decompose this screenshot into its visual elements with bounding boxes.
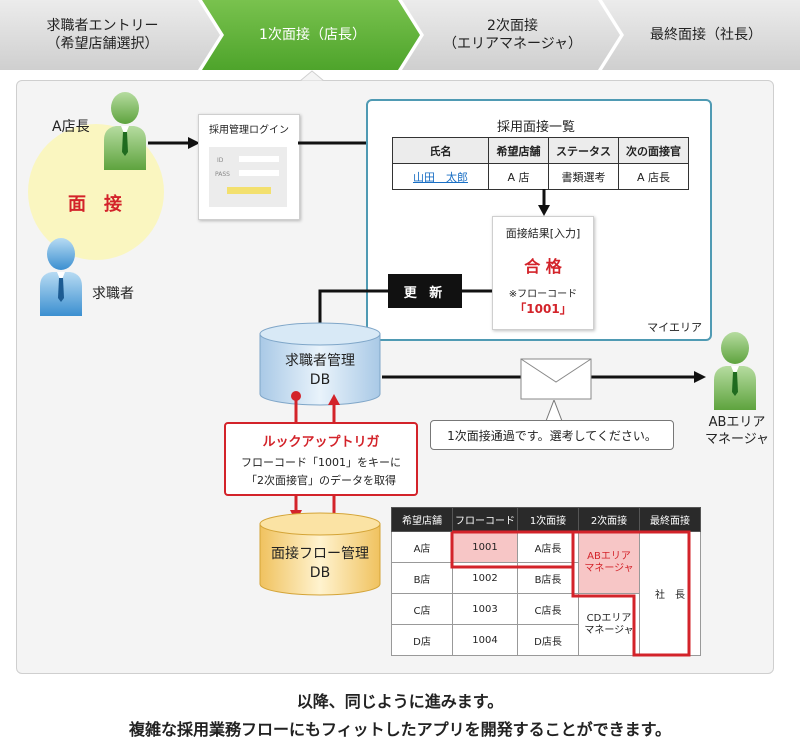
update-button[interactable]: 更 新: [388, 274, 462, 308]
step-3-line2: （エリアマネージャ）: [442, 36, 583, 52]
candidate-person-icon: [40, 238, 82, 316]
step-4: 最終面接（社長）: [612, 0, 800, 70]
result-input-card[interactable]: 面接結果[入力] 合 格 ※フローコード 「1001」: [492, 216, 594, 330]
login-submit-button[interactable]: [227, 187, 271, 194]
table-row: D店 1004 D店長: [391, 624, 701, 656]
flow-first: A店長: [517, 531, 579, 563]
flow-store: D店: [391, 624, 453, 656]
flow-first: D店長: [517, 624, 579, 656]
login-id-label: ID: [217, 157, 224, 164]
arrow-to-result: [538, 189, 550, 216]
flow-table: 希望店舗 フローコード 1次面接 2次面接 最終面接 A店 1001 A店長 A…: [391, 507, 701, 656]
login-title: 採用管理ログイン: [209, 125, 289, 136]
candidate-name-link[interactable]: 山田 太郎: [392, 163, 489, 190]
flow-store: B店: [391, 562, 453, 594]
step-2: 1次面接（店長）: [210, 0, 415, 70]
area-manager-person-icon: [714, 332, 756, 410]
login-card: 採用管理ログイン ID PASS: [198, 114, 300, 220]
area-manager-label: ABエリア マネージャ: [684, 414, 790, 448]
cell-store: A 店: [488, 163, 549, 190]
candidate-db-icon: [259, 322, 381, 406]
trigger-line1: フローコード「1001」をキーに: [241, 456, 401, 469]
panel-notch: [300, 70, 324, 82]
bubble-tail: [545, 400, 563, 422]
flow-second-ab-line1: ABエリア: [587, 550, 631, 562]
store-manager-person-icon: [104, 92, 146, 170]
step-bar: [0, 0, 800, 70]
step-3-line1: 2次面接: [487, 18, 538, 34]
envelope-icon: [520, 358, 592, 400]
candidate-label: 求職者: [92, 286, 134, 302]
flow-code: 1004: [452, 624, 518, 656]
flow-col-second: 2次面接: [578, 507, 640, 532]
trigger-title: ルックアップトリガ: [262, 435, 380, 450]
arrow-result-to-update: [462, 289, 492, 293]
login-id-input[interactable]: [239, 156, 279, 162]
table-row[interactable]: 山田 太郎 A 店 書類選考 A 店長: [392, 163, 689, 190]
step-3: 2次面接 （エリアマネージャ）: [410, 0, 615, 70]
flow-db-label: 面接フロー管理 DB: [258, 545, 382, 583]
interview-label: 面 接: [68, 194, 122, 215]
candidate-db-label: 求職者管理 DB: [258, 352, 382, 390]
col-name: 氏名: [392, 137, 489, 164]
login-pass-label: PASS: [215, 171, 230, 178]
step-1-line1: 求職者エントリー: [46, 18, 159, 34]
flow-store: C店: [391, 593, 453, 625]
step-4-shape: [602, 0, 800, 70]
cell-status: 書類選考: [548, 163, 619, 190]
result-value: 合 格: [524, 257, 562, 276]
col-store: 希望店舗: [488, 137, 549, 164]
step-1-shape: [0, 0, 220, 70]
flow-col-final: 最終面接: [639, 507, 701, 532]
candidate-db-line1: 求職者管理: [285, 353, 355, 369]
flow-db-line1: 面接フロー管理: [271, 546, 369, 562]
area-manager-line1: ABエリア: [708, 415, 766, 430]
login-pass-input[interactable]: [239, 170, 279, 176]
step-4-line1: 最終面接（社長）: [650, 27, 762, 43]
flow-highlight-route: [450, 530, 691, 657]
col-status: ステータス: [548, 137, 619, 164]
arrow-to-login: [148, 137, 200, 149]
flow-second-ab: ABエリア マネージャ: [578, 531, 640, 594]
trigger-line2: 「2次面接官」のデータを取得: [246, 474, 396, 487]
flow-second-ab-line2: マネージャ: [584, 562, 634, 574]
candidate-db-line2: DB: [309, 372, 331, 388]
step-1-line2: （希望店舗選択）: [46, 36, 159, 52]
step-2-shape: [202, 0, 420, 70]
col-next-interviewer: 次の面接官: [618, 137, 689, 164]
flow-code-value: 「1001」: [514, 302, 572, 316]
cell-next: A 店長: [618, 163, 689, 190]
flow-second-cd-line1: CDエリア: [586, 612, 632, 624]
footer-line2: 複雑な採用業務フローにもフィットしたアプリを開発することができます。: [128, 720, 672, 739]
interview-list-title: 採用面接一覧: [496, 120, 575, 135]
store-manager-label: A店長: [52, 119, 90, 135]
step-3-shape: [402, 0, 620, 70]
login-form: ID PASS: [209, 147, 287, 207]
flow-code-note: ※フローコード: [508, 289, 578, 300]
flow-second-cd-line2: マネージャ: [584, 624, 634, 636]
result-title: 面接結果[入力]: [505, 227, 581, 240]
footer-line1: 以降、同じように進みます。: [296, 692, 504, 711]
lookup-trigger-box: ルックアップトリガ フローコード「1001」をキーに 「2次面接官」のデータを取…: [224, 422, 418, 496]
my-area-label: マイエリア: [647, 321, 702, 334]
interview-list-table: 氏名 希望店舗 ステータス 次の面接官 山田 太郎 A 店 書類選考 A 店長: [392, 137, 689, 190]
flow-col-first: 1次面接: [517, 507, 579, 532]
flow-col-code: フローコード: [452, 507, 518, 532]
step-1: 求職者エントリー （希望店舗選択）: [0, 0, 205, 70]
flow-db-icon: [259, 512, 381, 596]
flow-final: 社 長: [639, 531, 701, 656]
flow-second-cd: CDエリア マネージャ: [578, 593, 640, 656]
flow-db-line2: DB: [309, 565, 331, 581]
area-manager-line2: マネージャ: [704, 432, 770, 447]
step-2-line1: 1次面接（店長）: [259, 27, 366, 43]
notice-bubble: 1次面接通過です。選考してください。: [430, 420, 674, 450]
